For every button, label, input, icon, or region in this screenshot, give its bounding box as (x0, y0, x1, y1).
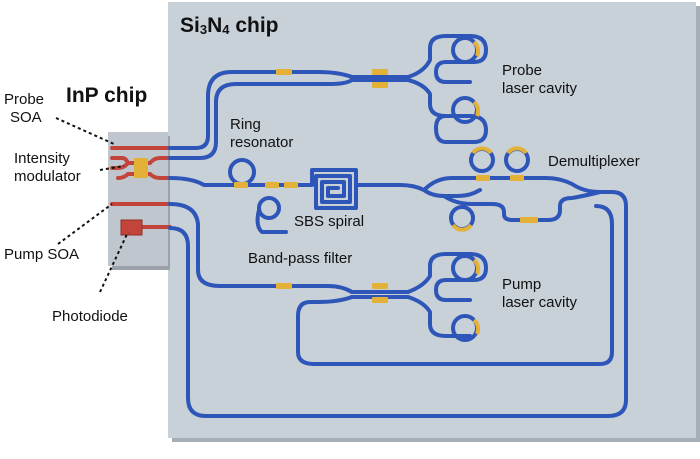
pump-loop-a (434, 252, 488, 302)
sin-waveguides (168, 34, 628, 418)
heater-demux-top (476, 175, 490, 181)
heater-spiral-out (284, 182, 298, 188)
probe-out-top (406, 34, 472, 79)
sin-chip (168, 2, 700, 442)
probe-coupler (350, 75, 410, 82)
band-pass-filter-label: Band-pass filter (248, 250, 353, 267)
leader-lines (55, 117, 129, 293)
demux-lower (442, 190, 602, 222)
heater-probe-bus (276, 69, 292, 75)
probe-loop-a (434, 34, 488, 84)
demux-top (422, 176, 602, 194)
pump-bus (168, 202, 354, 294)
heater-bandpass (265, 182, 279, 188)
photodiode-label: Photodiode (52, 308, 128, 325)
probe-loop-b (434, 114, 488, 144)
heater-ring (234, 182, 248, 188)
spiral (306, 168, 358, 210)
demux-out (168, 190, 628, 418)
heater-demux-low (520, 217, 538, 223)
sin-chip-title: Si3N4 chip (180, 14, 279, 37)
photodiode-pad (120, 219, 143, 236)
bandpass-drop (255, 208, 288, 234)
demux-top2 (442, 188, 482, 198)
sbs-spiral-label: SBS spiral (294, 213, 365, 230)
heaters (234, 69, 538, 303)
heater-probe-coupler (372, 69, 388, 75)
demultiplexer-label: Demultiplexer (548, 153, 640, 170)
pump-return (296, 204, 614, 366)
modulator-arm-2 (116, 172, 172, 180)
heater-demux-mid (510, 175, 524, 181)
intensity-modulator-heater (134, 158, 148, 178)
inp-chip (108, 132, 170, 270)
probe-input (168, 78, 354, 160)
pump-soa-label: Pump SOA (4, 246, 80, 263)
heater-probe-coupler-2 (372, 82, 388, 88)
inp-chip-title: InP chip (66, 84, 148, 107)
inp-waveguides (110, 146, 172, 229)
pump-out-top (406, 252, 472, 294)
pump-out-mid (406, 295, 472, 338)
heater-pump-coupler (372, 283, 388, 289)
ring-heater-arcs (451, 40, 528, 335)
probe-bus (168, 70, 354, 150)
heater-pump-bus (276, 283, 292, 289)
heater-pump-coupler-2 (372, 297, 388, 303)
